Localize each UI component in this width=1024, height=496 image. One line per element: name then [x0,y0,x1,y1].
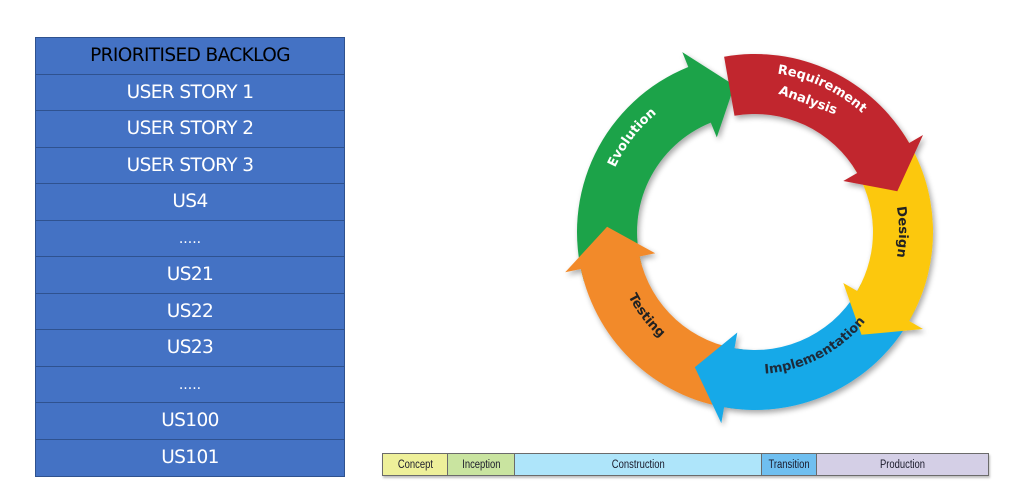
requirement-analysis-arrow [724,53,923,192]
phase-production: Production [817,454,988,475]
phase-construction: Construction [515,454,762,475]
backlog-item: US101 [161,447,219,469]
evolution-arrow [577,52,735,282]
lifecycle-cycle-diagram: Requirement Analysis Design Implementati… [565,52,934,424]
phase-transition: Transition [762,454,817,475]
phase-inception: Inception [448,454,515,475]
backlog-ellipsis: ..... [36,367,344,403]
backlog-ellipsis: ..... [36,221,344,257]
testing-arrow [565,226,743,409]
backlog-item: US100 [36,403,344,440]
backlog-item: USER STORY 1 [36,75,344,111]
phase-concept: Concept [383,454,448,475]
backlog-item: US21 [36,257,344,294]
backlog-item: US4 [36,184,344,221]
backlog-item: US23 [36,330,344,367]
design-label: Design [893,205,910,258]
backlog-item: US22 [36,294,344,330]
prioritised-backlog-table: PRIORITISED BACKLOG USER STORY 1 USER ST… [35,37,345,477]
backlog-item: USER STORY 2 [36,111,344,148]
phase-timeline-bar: Concept Inception Construction Transitio… [382,453,989,476]
backlog-item: USER STORY 3 [36,148,344,184]
backlog-header: PRIORITISED BACKLOG [36,38,344,75]
